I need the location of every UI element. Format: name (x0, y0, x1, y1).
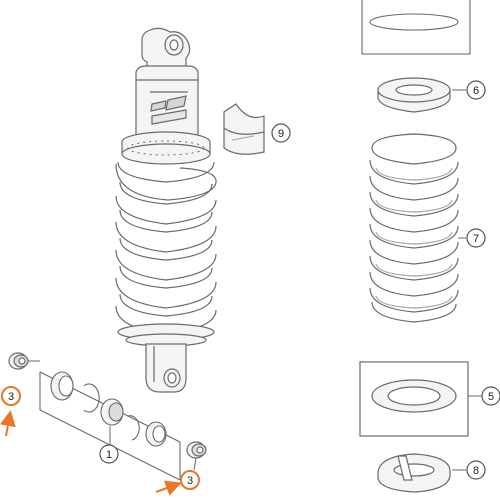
installed-spring (115, 161, 217, 335)
highlight-arrow-right (155, 480, 182, 496)
highlight-arrow-left (0, 410, 16, 437)
part-3-bushing-right (186, 441, 207, 459)
callout-9: 9 (271, 123, 291, 143)
callout-9-label: 9 (278, 128, 284, 140)
callout-1-label: 1 (106, 449, 112, 461)
leader-3-right (193, 457, 197, 471)
callout-5-label: 5 (488, 391, 494, 403)
shock-body (135, 65, 199, 136)
part-3-bushing-left (8, 352, 29, 370)
callout-8: 8 (466, 460, 486, 480)
callout-3-right-label: 3 (187, 475, 193, 487)
callout-3-left: 3 (1, 386, 21, 406)
brand-mark (165, 95, 187, 111)
part-top-box (361, 0, 471, 55)
callout-1: 1 (99, 444, 119, 464)
callout-8-label: 8 (473, 465, 479, 477)
shock-absorber (115, 27, 217, 393)
callout-7-label: 7 (473, 233, 479, 245)
part-7-spring (369, 133, 459, 323)
callout-5: 5 (481, 386, 500, 406)
callout-7: 7 (466, 228, 486, 248)
part-8-retaining-clip (377, 453, 451, 493)
callout-6-label: 6 (473, 85, 479, 97)
part-9-sleeve (223, 103, 265, 155)
part-6-spring-seat (377, 77, 451, 113)
callout-6: 6 (466, 80, 486, 100)
callout-3-left-label: 3 (8, 391, 14, 403)
part-1-bearing-kit (39, 371, 181, 481)
callout-3-right: 3 (180, 470, 200, 490)
top-mount-eye-inner (169, 39, 179, 51)
part-5-washer-box (359, 361, 469, 437)
